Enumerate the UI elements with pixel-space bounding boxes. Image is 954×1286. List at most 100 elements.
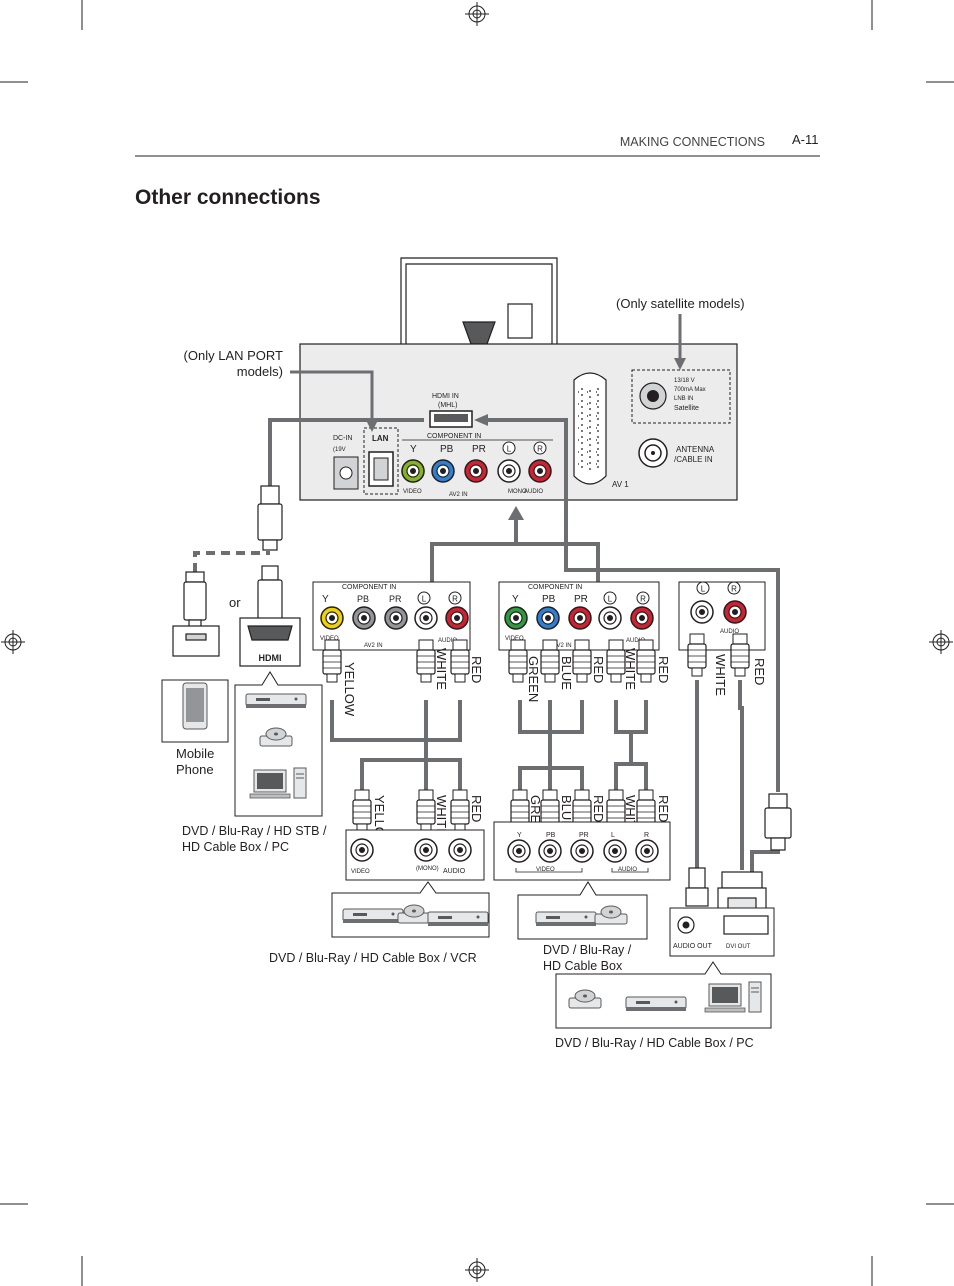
registration-mark-icon: [0, 629, 26, 655]
svg-text:AUDIO OUT: AUDIO OUT: [673, 943, 713, 950]
dvi-out-panel: AUDIO OUT DVI OUT: [669, 907, 775, 957]
dc-in-jack: [339, 466, 353, 480]
svg-text:Y: Y: [517, 832, 522, 839]
dc-volt-label: (19V: [333, 447, 346, 453]
satellite-callout: (Only satellite models): [616, 296, 745, 311]
tv-back-panel: DC-IN (19V LAN HDMI IN (MHL) COMPONENT I…: [299, 343, 738, 501]
component-devices-caption-line2: HD Cable Box: [543, 959, 623, 973]
rca-plug-icon: [508, 639, 528, 683]
svg-text:Y: Y: [322, 594, 329, 605]
hdmi-devices-box: [234, 671, 323, 817]
svg-text:PR: PR: [574, 594, 588, 605]
svg-text:WHITE: WHITE: [623, 648, 638, 690]
svg-text:PR: PR: [389, 594, 402, 604]
svg-text:VIDEO: VIDEO: [320, 636, 339, 642]
device-component-out-panel: Y PB PR L R VIDEO AUDIO: [493, 821, 671, 881]
svg-text:AV2 IN: AV2 IN: [553, 643, 572, 649]
audio-label: AUDIO: [524, 489, 543, 495]
svg-text:RED: RED: [591, 656, 606, 683]
dvi-devices-caption: DVD / Blu-Ray / HD Cable Box / PC: [555, 1036, 754, 1050]
y-label: Y: [410, 444, 417, 455]
hdmi-in-port-inner: [434, 414, 468, 422]
hdmi-plug-icon: [764, 793, 792, 851]
svg-text:AUDIO: AUDIO: [438, 638, 457, 644]
component-in-label: COMPONENT IN: [427, 433, 481, 440]
svg-text:RED: RED: [469, 656, 484, 683]
dvd-player-icon: [245, 693, 307, 709]
satellite-port-box: [631, 369, 731, 424]
dvd-player-icon: [625, 996, 687, 1012]
svg-text:DVI OUT: DVI OUT: [726, 944, 751, 950]
rca-plug-icon: [450, 639, 470, 683]
svg-text:R: R: [644, 832, 649, 839]
svg-text:PB: PB: [542, 594, 556, 605]
audio-in-panel: L R AUDIO: [678, 581, 766, 651]
svg-text:PB: PB: [357, 594, 369, 604]
dc-in-label: DC-IN: [333, 435, 352, 442]
svg-text:WHITE: WHITE: [713, 654, 728, 696]
svg-text:YELLOW: YELLOW: [342, 662, 357, 717]
svg-text:L: L: [608, 595, 613, 604]
cable-in-label: /CABLE IN: [674, 455, 713, 464]
lnb-voltage-label: 13/18 V: [674, 378, 695, 384]
svg-text:PR: PR: [579, 832, 589, 839]
svg-text:VIDEO: VIDEO: [505, 636, 524, 642]
av-devices-box: [331, 881, 490, 938]
svg-text:RED: RED: [752, 658, 767, 685]
hdmi-devices-caption-line2: HD Cable Box / PC: [182, 840, 289, 854]
tv-stand: [400, 257, 558, 345]
svg-text:R: R: [731, 585, 737, 594]
svg-text:AUDIO: AUDIO: [720, 629, 739, 635]
scart-pins: [578, 388, 602, 472]
svg-text:R: R: [640, 595, 646, 604]
svg-text:R: R: [452, 595, 458, 604]
svg-text:COMPONENT IN: COMPONENT IN: [342, 584, 396, 591]
component-pb-jack: [431, 459, 455, 483]
device-av-out-panel: VIDEO (MONO) AUDIO: [345, 829, 485, 881]
section-header: MAKING CONNECTIONS: [620, 135, 765, 149]
mobile-label-line2: Phone: [176, 762, 214, 777]
rca-plug-icon: [352, 789, 372, 833]
page-title: Other connections: [135, 186, 321, 209]
svg-text:VIDEO: VIDEO: [351, 869, 370, 875]
svg-text:(MONO): (MONO): [416, 866, 439, 872]
registration-mark-icon: [464, 1, 490, 27]
svg-text:COMPONENT IN: COMPONENT IN: [528, 584, 582, 591]
rca-plug-icon: [606, 639, 626, 683]
satellite-label: Satellite: [674, 405, 699, 412]
av1-label: AV 1: [612, 480, 629, 489]
svg-text:Y: Y: [512, 594, 519, 605]
rca-plug-icon: [416, 789, 436, 833]
svg-text:WHITE: WHITE: [434, 648, 449, 690]
mobile-label-line1: Mobile: [176, 746, 214, 761]
lan-callout-line2: models): [237, 364, 283, 379]
dvi-devices-box: [555, 961, 772, 1029]
svg-text:BLUE: BLUE: [559, 795, 574, 829]
svg-text:L: L: [701, 585, 706, 594]
svg-text:RED: RED: [591, 795, 606, 822]
svg-text:VIDEO: VIDEO: [536, 867, 555, 873]
usb-plug-icon: [172, 571, 220, 657]
lan-callout-line1: (Only LAN PORT: [184, 348, 284, 363]
dvd-player-icon: [535, 911, 597, 927]
rca-plug-icon: [730, 633, 750, 677]
lan-port-inner: [373, 457, 389, 481]
svg-text:L: L: [422, 595, 427, 604]
component-pr-jack: [464, 459, 488, 483]
svg-text:L: L: [611, 832, 615, 839]
vcr-icon: [427, 911, 489, 927]
l-label: L: [507, 445, 512, 454]
rca-plug-icon: [416, 639, 436, 683]
hdmi-mhl-label: (MHL): [438, 402, 457, 409]
rca-plug-icon: [540, 639, 560, 683]
svg-text:AV2 IN: AV2 IN: [364, 643, 383, 649]
audio-l-jack: [497, 459, 521, 483]
registration-mark-icon: [464, 1257, 490, 1283]
hdmi-plug-icon: [239, 565, 301, 667]
r-label: R: [537, 445, 543, 454]
pr-label: PR: [472, 444, 486, 455]
svg-text:GREEN: GREEN: [526, 656, 541, 702]
svg-text:AUDIO: AUDIO: [443, 868, 466, 875]
